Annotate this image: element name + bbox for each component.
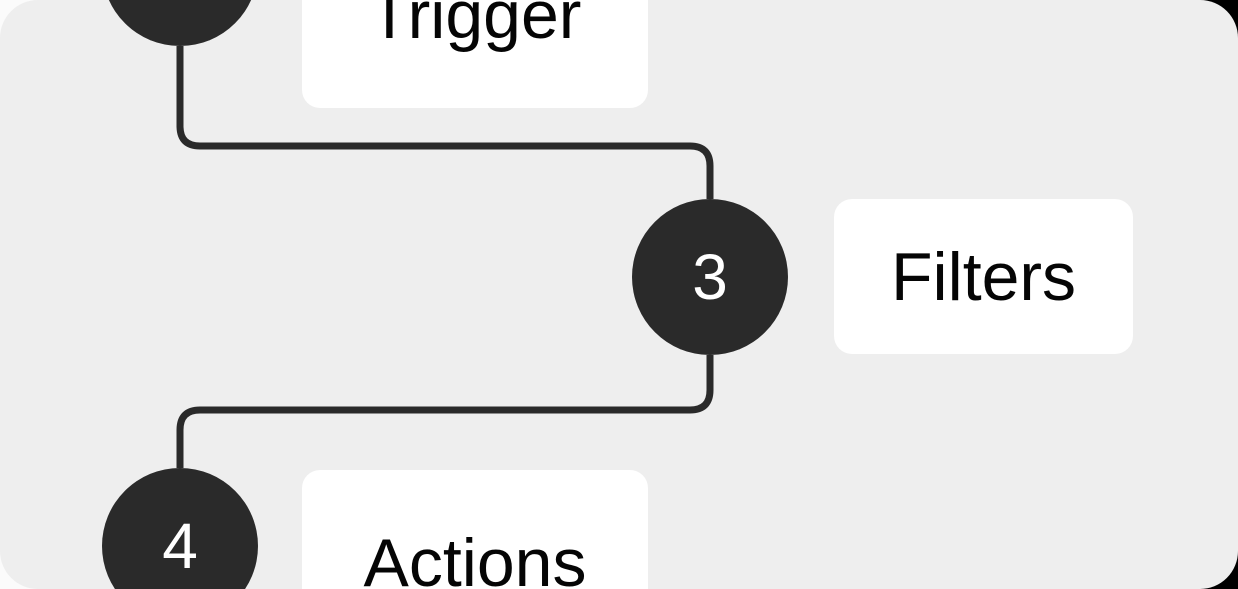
step-chip-filters[interactable]: Filters bbox=[834, 199, 1133, 354]
step-chip-actions[interactable]: Actions bbox=[302, 470, 648, 589]
connector-filters-to-actions bbox=[176, 355, 714, 468]
step-node-3-number: 3 bbox=[692, 241, 728, 313]
step-chip-trigger-label: Trigger bbox=[368, 0, 582, 53]
step-node-4[interactable]: 4 bbox=[102, 468, 258, 589]
step-node-4-number: 4 bbox=[162, 510, 198, 582]
step-node-3[interactable]: 3 bbox=[632, 199, 788, 355]
step-node-2[interactable]: 2 bbox=[102, 0, 258, 46]
step-chip-filters-label: Filters bbox=[890, 238, 1077, 315]
step-chip-actions-label: Actions bbox=[363, 525, 587, 589]
step-chip-trigger[interactable]: Trigger bbox=[302, 0, 648, 108]
